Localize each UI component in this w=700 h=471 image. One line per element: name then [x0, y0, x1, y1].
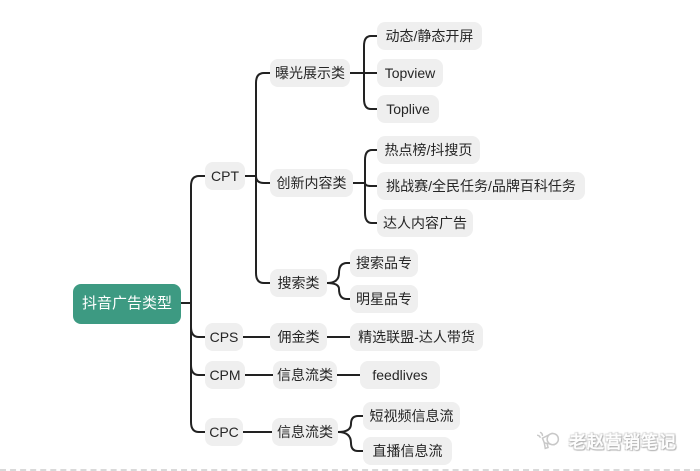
- node-feed-category-cpc[interactable]: 信息流类: [272, 418, 338, 446]
- watermark-label: 老赵营销笔记: [569, 432, 677, 452]
- node-toplive[interactable]: Toplive: [377, 95, 439, 123]
- edge-exposure-splash: [363, 35, 378, 74]
- node-innovation-category[interactable]: 创新内容类: [270, 169, 353, 197]
- megaphone-icon: [534, 425, 564, 455]
- node-search-category[interactable]: 搜索类: [270, 269, 327, 297]
- edge-feed-live: [337, 431, 364, 452]
- node-cpm[interactable]: CPM: [205, 361, 245, 389]
- edge-feed-shortvideo: [337, 415, 364, 433]
- node-topview[interactable]: Topview: [377, 59, 443, 87]
- node-short-video-feed[interactable]: 短视频信息流: [363, 402, 460, 430]
- edge-innovation-challenge: [364, 182, 378, 187]
- edge-innovation-hotlist: [364, 149, 378, 184]
- node-cps[interactable]: CPS: [205, 323, 243, 351]
- edge-root-cpm: [190, 302, 206, 376]
- edge-innovation-kol: [364, 182, 378, 224]
- node-star-brand-zone[interactable]: 明星品专: [350, 285, 418, 313]
- edge-exposure-toplive: [363, 72, 378, 110]
- edge-root-cpc: [190, 302, 206, 433]
- edge-search-star: [326, 282, 351, 300]
- node-challenge-tasks[interactable]: 挑战赛/全民任务/品牌百科任务: [377, 172, 585, 200]
- edge-root-cps: [190, 302, 206, 338]
- edge-search-brand: [326, 262, 351, 284]
- edge-cpt-search: [255, 175, 271, 284]
- node-feed-category-cpm[interactable]: 信息流类: [273, 361, 337, 389]
- node-live-feed[interactable]: 直播信息流: [363, 437, 452, 465]
- edge-cpt-innovation: [255, 175, 271, 184]
- edge-root-cpt: [190, 175, 206, 304]
- node-exposure-category[interactable]: 曝光展示类: [270, 59, 350, 87]
- node-cpc[interactable]: CPC: [205, 418, 243, 446]
- edge-cpt-exposure: [255, 72, 271, 177]
- watermark: 老赵营销笔记: [534, 425, 677, 455]
- node-kol-content-ads[interactable]: 达人内容广告: [377, 209, 473, 237]
- bottom-dashed-divider: [0, 469, 700, 471]
- node-feedlives[interactable]: feedlives: [360, 361, 440, 389]
- node-hotlist[interactable]: 热点榜/抖搜页: [377, 136, 480, 164]
- node-alliance-kol-sales[interactable]: 精选联盟-达人带货: [350, 323, 483, 351]
- node-cpt[interactable]: CPT: [205, 162, 245, 190]
- node-search-brand-zone[interactable]: 搜索品专: [350, 249, 418, 277]
- node-root[interactable]: 抖音广告类型: [73, 284, 181, 324]
- node-commission-category[interactable]: 佣金类: [270, 323, 327, 351]
- node-splash-ads[interactable]: 动态/静态开屏: [377, 22, 482, 50]
